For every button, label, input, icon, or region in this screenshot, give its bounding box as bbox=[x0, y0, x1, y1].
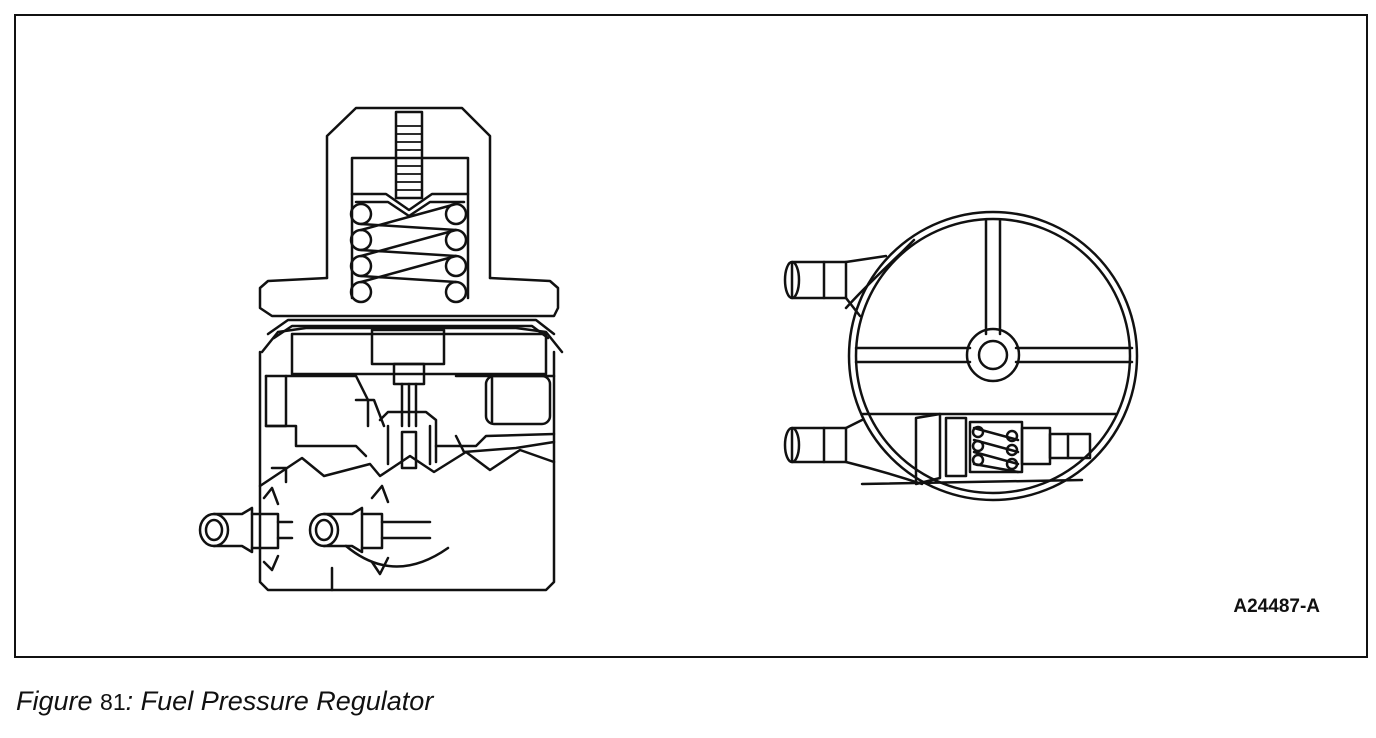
valve-seat bbox=[378, 410, 438, 464]
section-break-line bbox=[258, 448, 556, 488]
upper-port-nipple bbox=[783, 238, 916, 318]
center-port bbox=[965, 327, 1021, 383]
inlet-fitting-left bbox=[198, 486, 294, 572]
outlet-fitting-right bbox=[308, 484, 450, 576]
lower-body bbox=[258, 350, 556, 592]
regulator-body-circle bbox=[847, 210, 1139, 502]
figure-caption: Figure 81: Fuel Pressure Regulator bbox=[16, 686, 433, 717]
figure-frame: A24487-A bbox=[14, 14, 1368, 658]
diaphragm bbox=[266, 318, 556, 336]
caption-title: Fuel Pressure Regulator bbox=[140, 686, 434, 716]
screw-threads bbox=[395, 125, 423, 191]
regulator-bottom-view bbox=[783, 210, 1139, 502]
caption-prefix: Figure bbox=[16, 686, 93, 716]
lower-port-nipple bbox=[783, 418, 924, 486]
diaphragm-plate bbox=[290, 332, 548, 376]
drawing-reference-code: A24487-A bbox=[1233, 596, 1320, 617]
caption-separator: : bbox=[125, 686, 134, 716]
adjusting-screw bbox=[394, 110, 424, 200]
regulator-illustration bbox=[198, 106, 1139, 592]
housing-shoulder bbox=[258, 276, 560, 318]
caption-number: 81 bbox=[100, 689, 126, 715]
pressure-spring bbox=[349, 202, 468, 304]
spring-seat bbox=[350, 192, 470, 212]
regulator-cutaway-view bbox=[198, 106, 564, 592]
housing-top-cap bbox=[325, 106, 492, 280]
valve-spring-assembly bbox=[860, 412, 1118, 486]
